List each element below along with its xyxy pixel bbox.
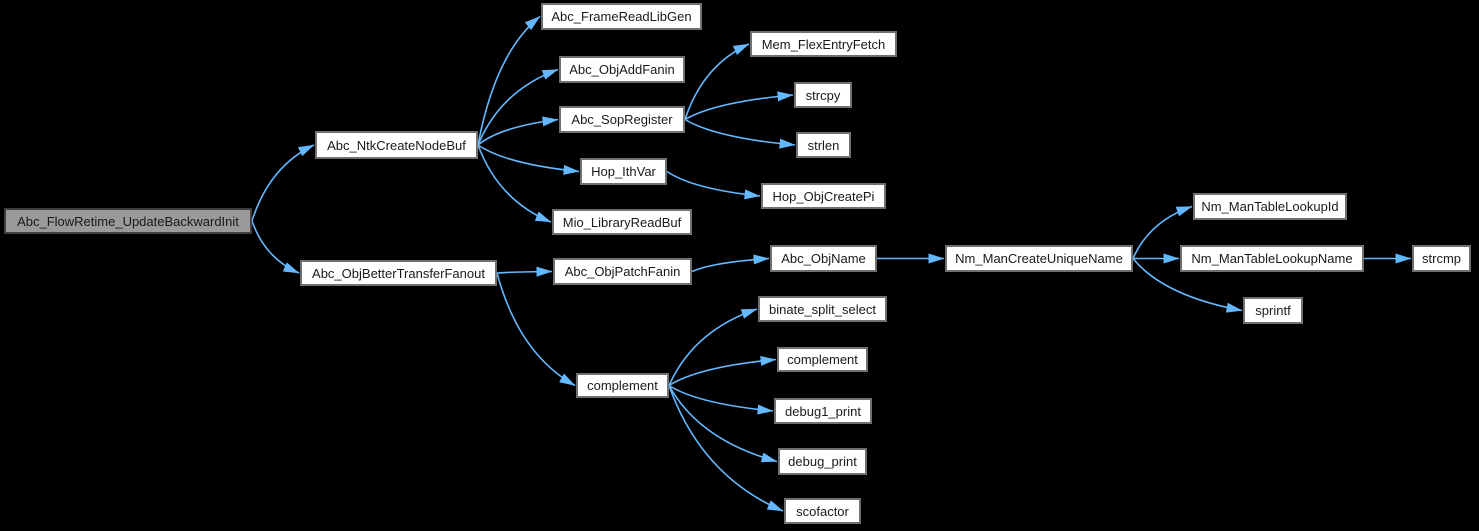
graph-node-label: binate_split_select xyxy=(769,301,876,317)
graph-node-label: Nm_ManTableLookupId xyxy=(1201,199,1339,214)
graph-node-strcmp[interactable]: strcmp xyxy=(1412,245,1471,272)
graph-node-nmManCreateUniqueName[interactable]: Nm_ManCreateUniqueName xyxy=(945,245,1133,272)
graph-node-scofactor[interactable]: scofactor xyxy=(784,498,861,524)
graph-node-strlen[interactable]: strlen xyxy=(796,132,851,158)
edge-sopRegister-memFlexEntryFetch xyxy=(684,43,750,120)
edge-complementMid-complementRight xyxy=(668,355,777,387)
edge-ntkCreateNodeBuf-hopIthVar xyxy=(477,144,580,175)
edge-nmManCreateUniqueName-sprintf xyxy=(1132,257,1243,313)
graph-node-label: complement xyxy=(787,352,858,367)
graph-node-label: Abc_ObjBetterTransferFanout xyxy=(312,265,485,281)
graph-node-label: debug_print xyxy=(788,454,857,469)
graph-node-complementRight[interactable]: complement xyxy=(777,347,868,372)
graph-node-label: Nm_ManTableLookupName xyxy=(1191,251,1353,266)
graph-node-objPatchFanin[interactable]: Abc_ObjPatchFanin xyxy=(553,258,692,285)
edge-sopRegister-strcpy xyxy=(684,91,794,121)
graph-node-label: strcmp xyxy=(1422,251,1461,266)
graph-node-objName[interactable]: Abc_ObjName xyxy=(770,245,877,272)
graph-node-label: Abc_ObjAddFanin xyxy=(569,62,675,77)
graph-node-debugPrint[interactable]: debug_print xyxy=(778,448,867,475)
edge-ntkCreateNodeBuf-frameReadLibGen xyxy=(477,15,541,146)
graph-node-objBetterTransferFanout[interactable]: Abc_ObjBetterTransferFanout xyxy=(300,260,497,286)
graph-node-label: Abc_SopRegister xyxy=(571,112,673,127)
graph-node-label: Abc_ObjName xyxy=(781,251,866,266)
edge-objBetterTransferFanout-complementMid xyxy=(496,272,576,387)
edge-ntkCreateNodeBuf-sopRegister xyxy=(477,116,559,146)
edge-ntkCreateNodeBuf-objAddFanin xyxy=(477,68,559,146)
edge-complementMid-binateSplitSelect xyxy=(668,308,758,386)
graph-node-label: Mem_FlexEntryFetch xyxy=(761,36,886,52)
graph-node-label: Abc_ObjPatchFanin xyxy=(564,264,681,279)
graph-node-label: sprintf xyxy=(1255,303,1291,318)
graph-node-strcpy[interactable]: strcpy xyxy=(794,82,852,108)
graph-node-hopObjCreatePi[interactable]: Hop_ObjCreatePi xyxy=(761,183,886,209)
graph-node-frameReadLibGen[interactable]: Abc_FrameReadLibGen xyxy=(541,3,702,30)
edge-complementMid-debugPrint xyxy=(668,385,778,463)
graph-node-mioLibraryReadBuf[interactable]: Mio_LibraryReadBuf xyxy=(552,209,692,235)
graph-node-nmManTableLookupName[interactable]: Nm_ManTableLookupName xyxy=(1180,245,1364,272)
graph-node-label: Hop_IthVar xyxy=(591,164,656,179)
graph-node-objAddFanin[interactable]: Abc_ObjAddFanin xyxy=(559,56,685,83)
edge-nmManCreateUniqueName-nmManTableLookupId xyxy=(1132,205,1193,259)
edge-objBetterTransferFanout-objPatchFanin xyxy=(496,266,553,277)
graph-node-label: strlen xyxy=(807,137,840,153)
graph-node-label: Nm_ManCreateUniqueName xyxy=(955,251,1123,266)
graph-node-complementMid[interactable]: complement xyxy=(576,373,669,398)
graph-node-label: strcpy xyxy=(805,87,841,103)
graph-node-label: Hop_ObjCreatePi xyxy=(772,188,875,204)
edge-sopRegister-strlen xyxy=(684,118,796,149)
graph-node-sopRegister[interactable]: Abc_SopRegister xyxy=(559,106,685,133)
graph-node-sprintf[interactable]: sprintf xyxy=(1243,297,1303,324)
graph-node-binateSplitSelect[interactable]: binate_split_select xyxy=(758,296,887,322)
graph-node-nmManTableLookupId[interactable]: Nm_ManTableLookupId xyxy=(1193,193,1347,220)
edge-hopIthVar-hopObjCreatePi xyxy=(666,170,761,200)
graph-node-label: Abc_NtkCreateNodeBuf xyxy=(327,137,466,153)
graph-node-label: Mio_LibraryReadBuf xyxy=(562,214,682,230)
edge-complementMid-scofactor xyxy=(668,385,784,512)
graph-node-memFlexEntryFetch[interactable]: Mem_FlexEntryFetch xyxy=(750,31,897,57)
graph-node-ntkCreateNodeBuf[interactable]: Abc_NtkCreateNodeBuf xyxy=(315,131,478,159)
edge-complementMid-debug1Print xyxy=(668,384,774,415)
edge-ntkCreateNodeBuf-mioLibraryReadBuf xyxy=(477,144,552,223)
graph-node-label: debug1_print xyxy=(785,403,861,419)
graph-node-label: Abc_FrameReadLibGen xyxy=(551,9,692,24)
graph-node-label: Abc_FlowRetime_UpdateBackwardInit xyxy=(17,213,239,229)
graph-node-label: scofactor xyxy=(796,503,849,519)
edge-root-ntkCreateNodeBuf xyxy=(251,144,315,222)
edge-objPatchFanin-objName xyxy=(691,254,770,273)
graph-node-label: complement xyxy=(587,378,658,393)
graph-node-root: Abc_FlowRetime_UpdateBackwardInit xyxy=(4,208,252,234)
graph-node-hopIthVar[interactable]: Hop_IthVar xyxy=(580,158,667,185)
graph-node-debug1Print[interactable]: debug1_print xyxy=(774,398,872,424)
edge-root-objBetterTransferFanout xyxy=(251,220,300,274)
